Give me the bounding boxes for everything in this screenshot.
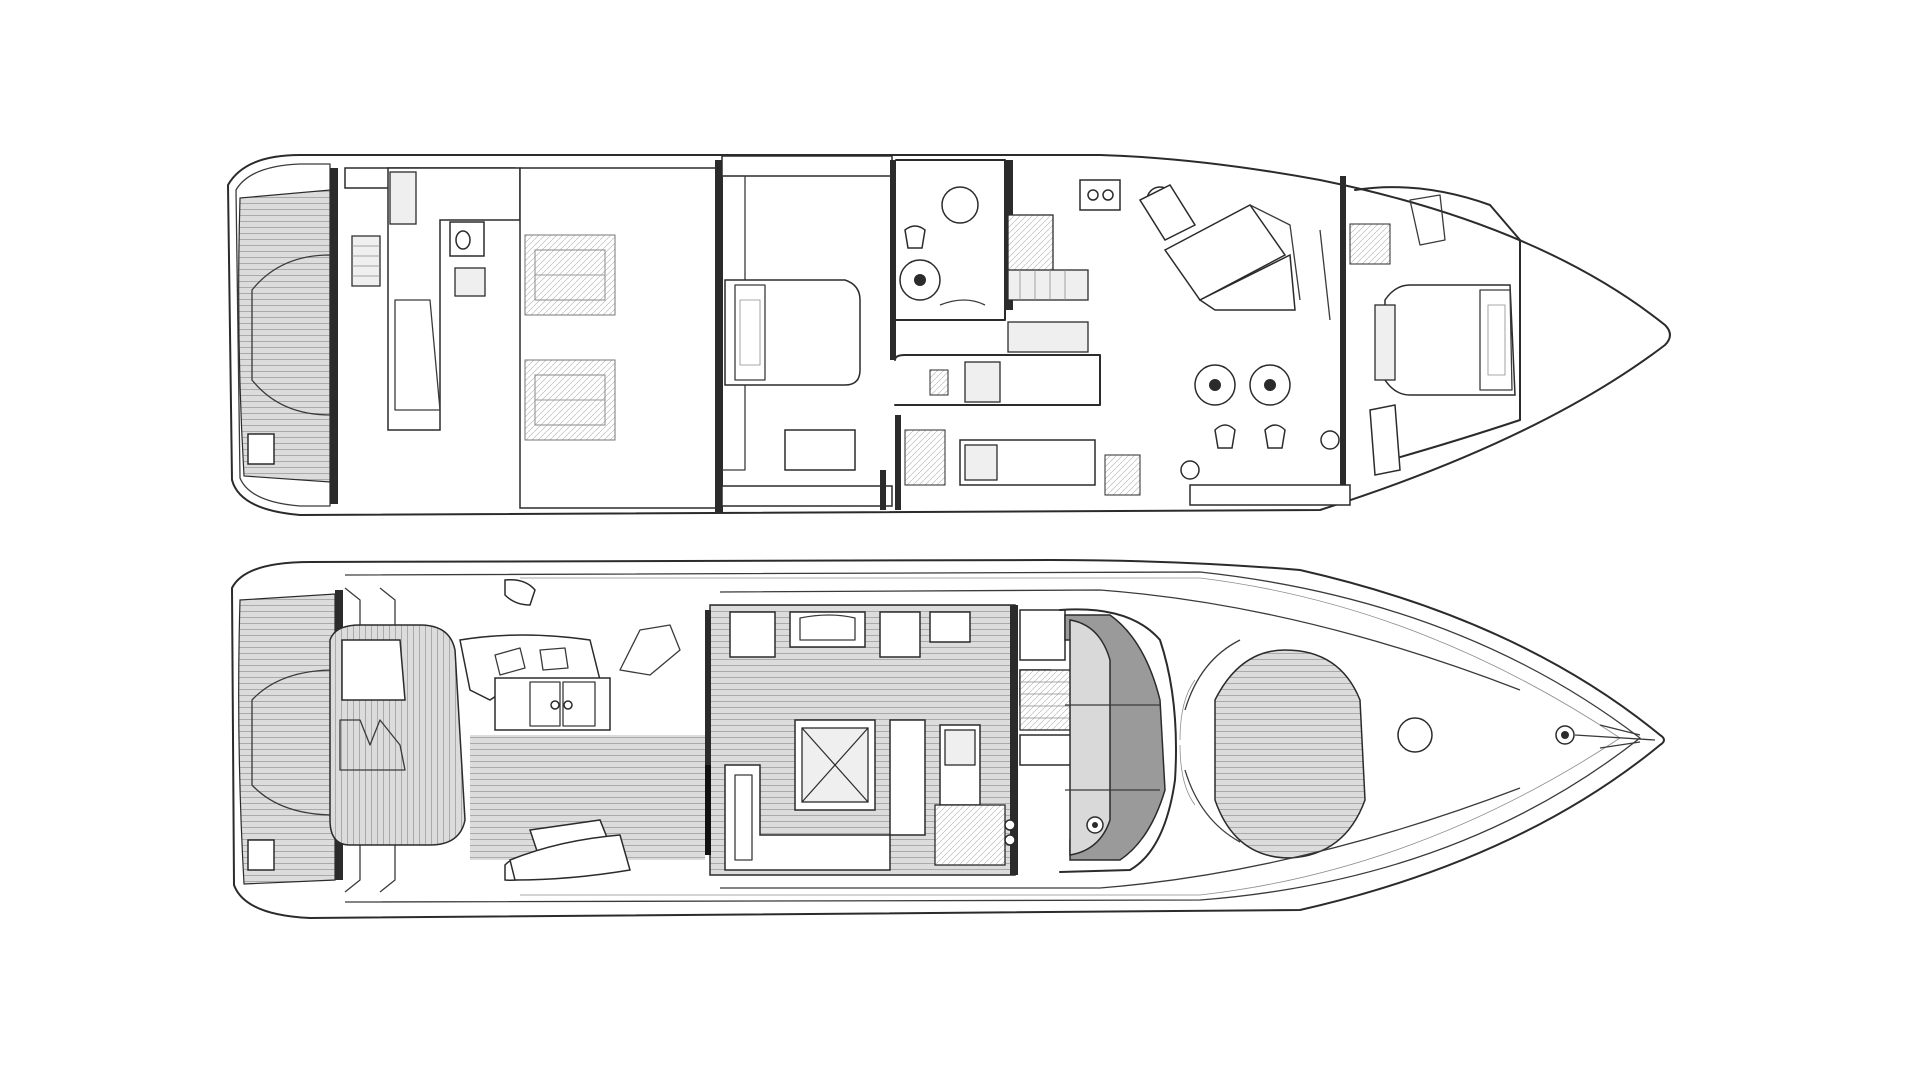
- foredeck-hatch: [1397, 717, 1433, 753]
- steering-wheel-icon: [1086, 816, 1104, 834]
- foredeck-sunpad: [1214, 649, 1366, 859]
- anchor-icon: [1555, 724, 1656, 749]
- engine-icon: [524, 359, 616, 441]
- main-deck-plan: [231, 559, 1665, 919]
- toilet-icon: [455, 230, 471, 250]
- engine-room: [519, 167, 721, 509]
- lower-swim-platform: [238, 189, 331, 483]
- windscreen: [1064, 614, 1166, 861]
- toilet-icon: [904, 225, 926, 249]
- toilet-icon: [1264, 424, 1286, 449]
- main-swim-platform: [238, 593, 336, 885]
- shower-icon: [941, 186, 979, 224]
- engine-icon: [524, 234, 616, 316]
- toilet-icon: [1214, 424, 1236, 449]
- bed-icon: [724, 279, 861, 386]
- bed-icon: [1384, 284, 1516, 396]
- main-deck-hull-outline: [231, 559, 1665, 919]
- staircase-icon: [1019, 669, 1076, 731]
- lower-deck-plan: [227, 154, 1671, 516]
- staircase-icon: [351, 235, 381, 287]
- hatch-icon: [794, 719, 876, 811]
- cockpit-table: [494, 677, 611, 731]
